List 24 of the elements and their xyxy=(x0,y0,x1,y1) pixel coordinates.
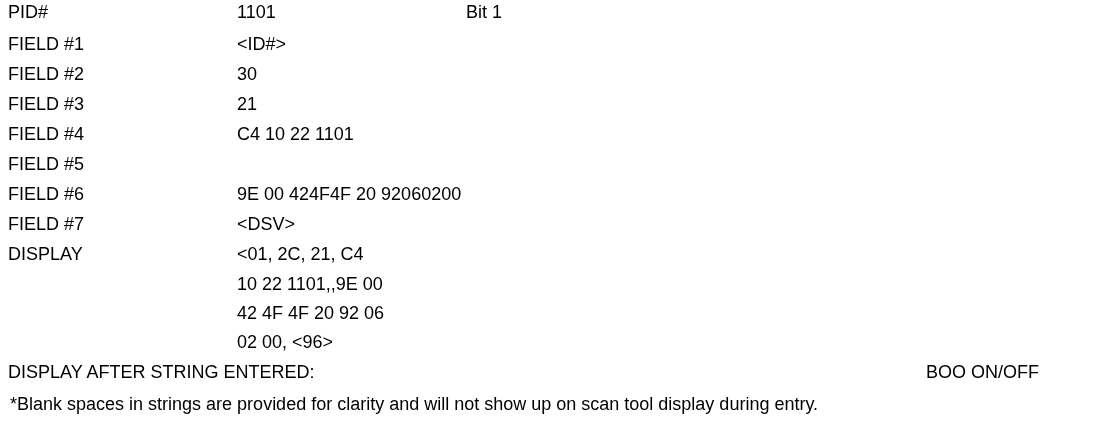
row-label: FIELD #7 xyxy=(8,213,85,235)
row-label: FIELD #5 xyxy=(8,153,85,175)
value-text: 30 xyxy=(237,63,258,85)
value-text: C4 10 22 1101 xyxy=(237,123,354,145)
value-text: BOO ON/OFF xyxy=(926,361,1039,383)
value-text: <ID#> xyxy=(237,33,287,55)
value-text: 9E 00 424F4F 20 92060200 xyxy=(237,183,462,205)
row-label: DISPLAY xyxy=(8,243,83,265)
row-label: FIELD #6 xyxy=(8,183,85,205)
value-text: 10 22 1101,,9E 00 xyxy=(237,273,383,295)
value-text: Bit 1 xyxy=(466,1,503,23)
row-label: FIELD #3 xyxy=(8,93,85,115)
value-text: <DSV> xyxy=(237,213,296,235)
value-text: <01, 2C, 21, C4 xyxy=(237,243,364,265)
row-label: FIELD #1 xyxy=(8,33,85,55)
row-label: FIELD #2 xyxy=(8,63,85,85)
value-text: 02 00, <96> xyxy=(237,331,334,353)
value-text: 21 xyxy=(237,93,258,115)
value-text: 42 4F 4F 20 92 06 xyxy=(237,302,385,324)
row-label: DISPLAY AFTER STRING ENTERED: xyxy=(8,361,315,383)
value-text: 1101 xyxy=(237,1,276,23)
footnote: *Blank spaces in strings are provided for clarity and will not show up on scan tool display during entry. xyxy=(10,393,819,415)
row-label: FIELD #4 xyxy=(8,123,85,145)
row-label: PID# xyxy=(8,1,49,23)
